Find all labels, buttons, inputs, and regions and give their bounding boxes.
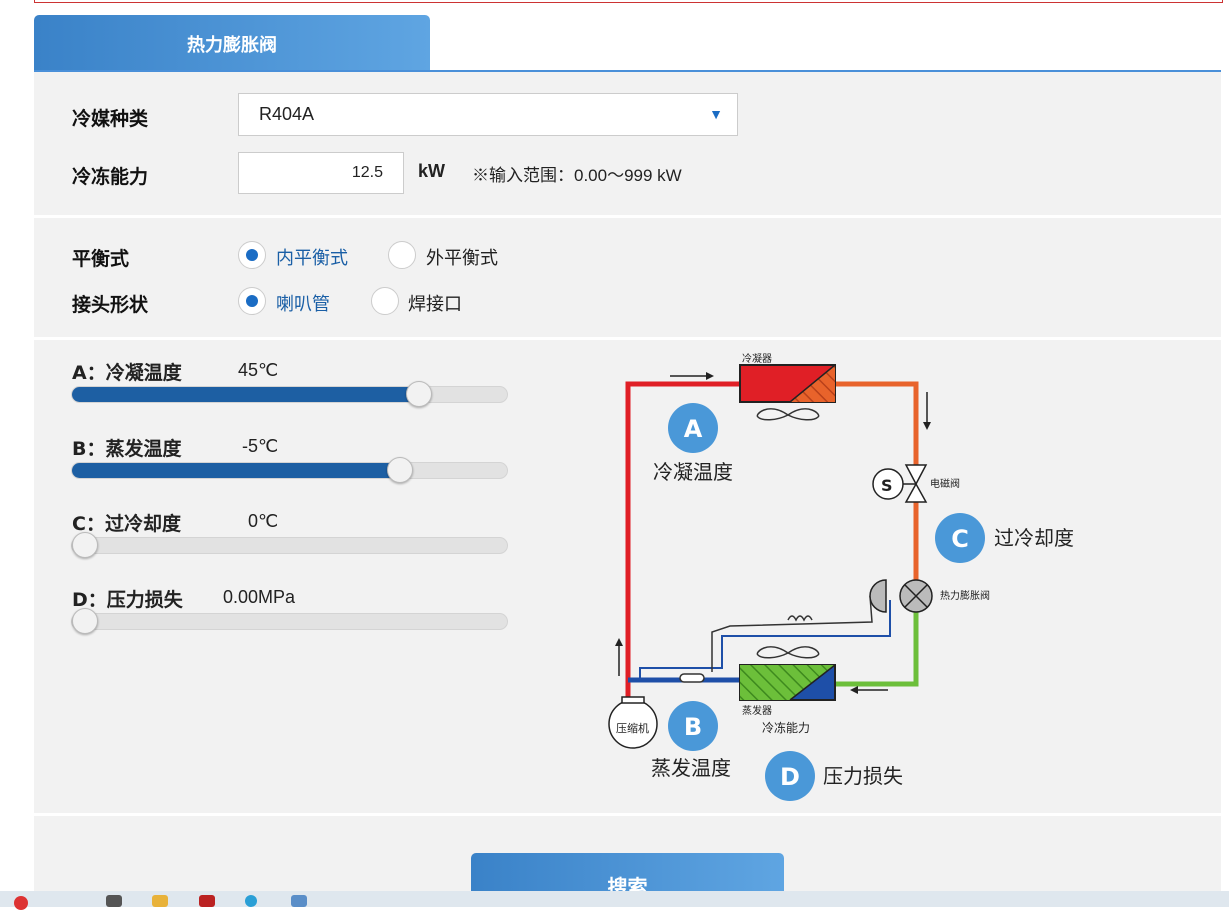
slider-c-label: C：过冷却度 [72,513,181,535]
diagram-capacity-label: 冷冻能力 [762,720,810,735]
marker-a-letter: A [684,415,703,443]
discharge-pipe [625,381,740,697]
capacity-input[interactable]: 12.5 [238,152,404,194]
slider-b-value: -5℃ [242,436,279,456]
top-frame-border [34,0,1223,3]
taskbar-app-icon[interactable] [14,896,28,910]
tab-thermal-expansion-valve[interactable]: 热力膨胀阀 [34,15,430,72]
radio-weld-label[interactable]: 焊接口 [408,294,462,315]
os-taskbar [0,891,1229,907]
radio-weld[interactable] [371,287,399,315]
radio-flare-label[interactable]: 喇叭管 [276,294,330,315]
marker-d-text: 压力损失 [823,764,903,788]
refrigerant-value: R404A [259,104,315,124]
taskbar-folder-icon[interactable] [152,895,168,907]
radio-internal-balance-label[interactable]: 内平衡式 [276,248,348,269]
slider-b-thumb[interactable] [386,457,413,483]
slider-b-fill [72,463,400,478]
marker-d-circle [765,751,815,801]
marker-b-text: 蒸发温度 [651,756,731,780]
taskbar-app-icon[interactable] [199,895,215,907]
compressor-label: 压缩机 [616,721,649,735]
capillary-coil [787,615,813,622]
taskbar-app-icon[interactable] [245,895,257,907]
marker-a-text: 冷凝温度 [653,460,733,484]
capacity-label: 冷冻能力 [72,166,149,188]
capacity-unit: kW [418,161,445,181]
condenser-label: 冷凝器 [742,352,772,365]
marker-b-letter: B [684,713,702,741]
marker-c-circle [935,513,985,563]
slider-a-thumb[interactable] [406,381,433,407]
connector-label: 接头形状 [72,294,149,316]
capacity-value: 12.5 [351,164,383,181]
evaporator-hatch [740,665,835,700]
radio-flare[interactable] [238,287,266,315]
solenoid-label: 电磁阀 [930,477,960,490]
capillary-line [711,595,873,672]
sensing-bulb [679,673,705,683]
marker-b-circle [668,701,718,751]
options-panel [34,218,1221,337]
radio-external-balance-label[interactable]: 外平衡式 [426,248,498,269]
evaporator-inlet-pipe [836,612,919,687]
slider-d-label: D：压力损失 [72,589,183,611]
slider-d-thumb[interactable] [72,608,98,634]
subcooling-slider[interactable] [71,532,508,558]
taskbar-app-icon[interactable] [291,895,307,907]
liquid-pipe-upper [835,381,919,465]
capacity-hint: ※输入范围：0.00～999 kW [472,166,682,185]
balance-label: 平衡式 [72,248,130,270]
slider-c-thumb[interactable] [72,532,98,558]
svg-text:S: S [881,476,893,495]
slider-b-label: B：蒸发温度 [72,438,182,460]
equalizer-line [639,600,891,680]
marker-d-letter: D [780,763,800,791]
evaporator-fan-icon [756,646,820,659]
evaporating-temp-slider[interactable] [71,457,508,483]
solenoid-valve-icon [904,464,928,486]
radio-internal-balance[interactable] [238,241,266,269]
radio-external-balance[interactable] [388,241,416,269]
slider-c-value: 0℃ [248,511,279,531]
marker-c-text: 过冷却度 [994,526,1074,550]
slider-a-value: 45℃ [238,360,279,380]
slider-a-label: A：冷凝温度 [72,362,182,384]
valve-head-icon [869,579,887,613]
refrigerant-label: 冷媒种类 [72,108,149,130]
marker-a-circle [668,403,718,453]
evaporator-label: 蒸发器 [742,704,772,717]
refrigerant-select[interactable]: R404A ▼ [238,93,738,136]
refrigeration-cycle-diagram: 冷凝器 S 电磁阀 热力膨胀阀 蒸发器 冷冻能力 压缩机 A 冷凝温度 C 过冷… [608,352,1074,801]
taskbar-app-icon[interactable] [106,895,122,907]
condensing-temp-slider[interactable] [71,381,508,407]
condenser-fan-icon [756,408,820,421]
pressure-loss-slider[interactable] [71,608,508,634]
slider-a-fill [72,387,420,402]
expansion-valve-label: 热力膨胀阀 [940,589,990,602]
slider-d-value: 0.00MPa [223,587,296,607]
marker-c-letter: C [951,525,969,553]
tab-underline [34,70,1221,72]
dropdown-arrow-icon: ▼ [709,106,723,122]
